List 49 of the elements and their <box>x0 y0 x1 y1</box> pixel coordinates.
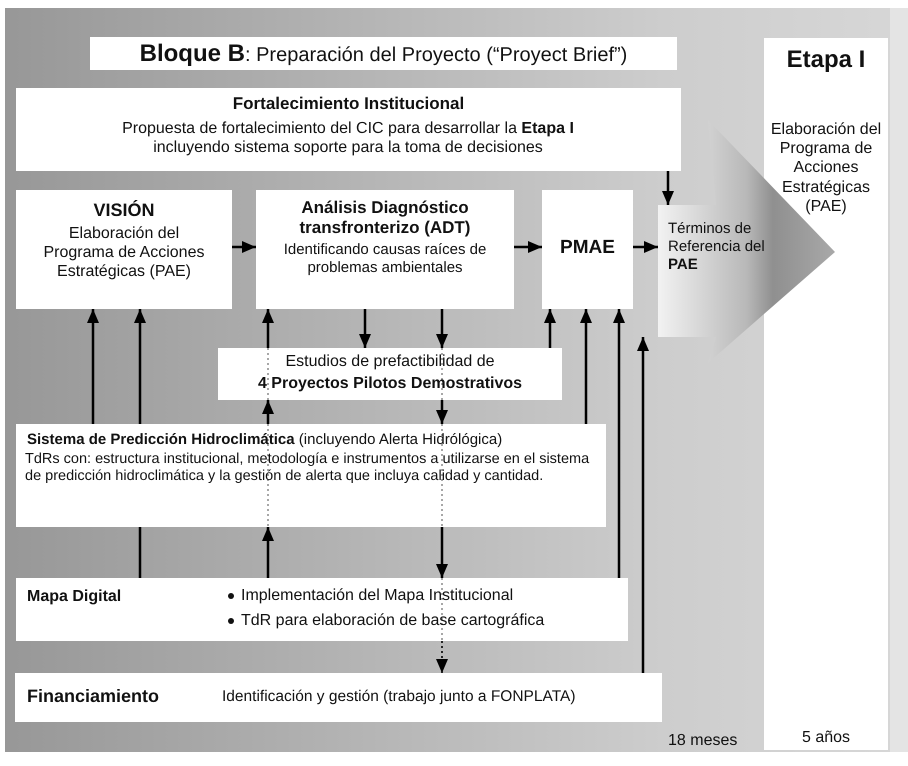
duration-label: 18 meses <box>668 732 738 750</box>
box-text: Estudios de prefactibilidad de <box>284 352 496 372</box>
process-box <box>16 190 232 309</box>
arrow <box>436 527 448 578</box>
arrow <box>359 309 371 348</box>
box-heading: VISIÓN <box>92 200 156 222</box>
list-item: TdR para elaboración de base cartográfica <box>241 612 544 630</box>
box-description: TdRs con: estructura institucional, metodología e instrumentos a utilizarse en el sistema de predicción hidroclimática y la gestión de alerta que incluya calidad y cantidad. <box>25 451 590 486</box>
arrow <box>436 400 448 424</box>
box-heading: 4 Proyectos Pilotos Demostrativos <box>256 374 524 394</box>
arrow <box>637 337 649 673</box>
arrow <box>262 527 274 578</box>
stage-heading: Etapa I <box>786 46 866 75</box>
arrow <box>262 400 274 424</box>
box-heading: PMAE <box>559 237 616 260</box>
box-heading: Fortalecimiento Institucional <box>232 94 466 114</box>
arrow <box>514 241 542 253</box>
box-description: Propuesta de fortalecimiento del CIC para desarrollar la Etapa I incluyendo sistema soporte para la toma de decisiones <box>121 119 575 158</box>
title: Bloque B: Preparación del Proyecto (“Proyect Brief”) <box>90 37 677 70</box>
process-box <box>218 348 562 400</box>
arrow <box>232 241 256 253</box>
box-heading: Financiamiento <box>27 686 160 708</box>
arrow <box>633 241 658 253</box>
stage-description: Elaboración del Programa de Acciones Estratégicas (PAE) <box>770 120 882 216</box>
box-heading: Mapa Digital <box>27 587 122 606</box>
arrow <box>613 309 625 578</box>
process-box <box>15 673 662 722</box>
arrow <box>436 309 448 348</box>
process-box <box>16 88 681 171</box>
duration-label: 5 años <box>800 728 852 748</box>
box-description: Identificando causas raíces de problemas ambientales <box>282 241 488 277</box>
arrow-text: Términos de Referencia del PAE <box>668 220 766 274</box>
process-box <box>16 578 628 641</box>
box-heading: Análisis Diagnóstico transfronterizo (ADT) <box>298 198 472 239</box>
process-box <box>256 190 514 309</box>
box-heading: Sistema de Predicción Hidroclimática (incluyendo Alerta Hidrólógica) <box>27 431 504 449</box>
box-description: Elaboración del Programa de Acciones Estratégicas (PAE) <box>42 224 206 282</box>
process-box <box>16 424 606 527</box>
process-box <box>542 190 633 309</box>
arrow <box>87 309 99 424</box>
stage-panel <box>764 38 888 750</box>
arrow <box>662 171 674 205</box>
list-item: Implementación del Mapa Institucional <box>241 587 514 605</box>
arrow <box>544 309 556 348</box>
dotted-arrow <box>436 641 448 673</box>
arrow <box>134 309 146 424</box>
arrow <box>262 309 274 348</box>
box-description: Identificación y gestión (trabajo junto a FONPLATA) <box>222 688 577 707</box>
arrow <box>580 309 592 424</box>
